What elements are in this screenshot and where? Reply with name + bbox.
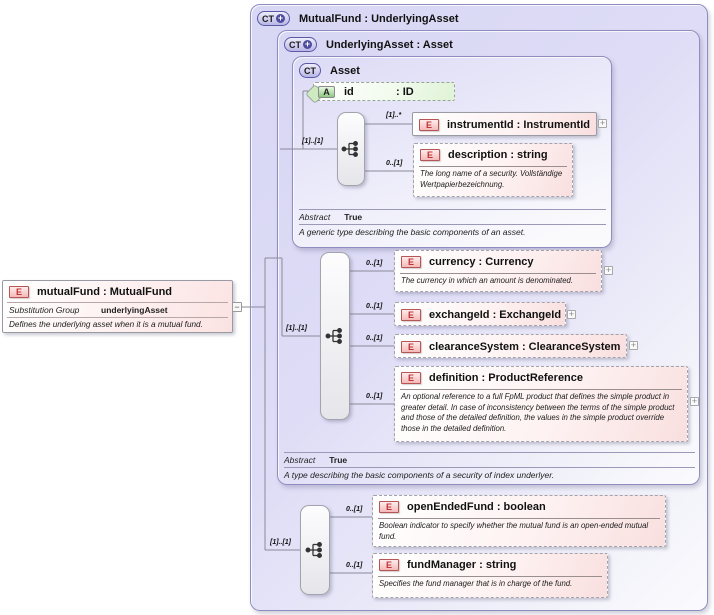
cardinality-label: 0..[1]: [386, 160, 403, 167]
expand-icon[interactable]: +: [567, 309, 576, 319]
element-header: E description : string: [414, 144, 572, 166]
abstract-row: Abstract True: [284, 455, 347, 465]
element-documentation: Specifies the fund manager that is in ch…: [378, 576, 602, 592]
sequence-compositor[interactable]: [337, 112, 365, 186]
element-documentation: Boolean indicator to specify whether the…: [378, 518, 660, 544]
sequence-compositor[interactable]: [320, 252, 350, 420]
cardinality-label: [1]..[1]: [286, 325, 307, 332]
element-title: exchangeId : ExchangeId: [429, 308, 562, 321]
collapse-toggle-icon[interactable]: −: [232, 302, 242, 312]
panel-title: MutualFund : UnderlyingAsset: [299, 12, 459, 25]
type-documentation: A type describing the basic components o…: [284, 470, 555, 480]
cardinality-label: [1]..[1]: [302, 138, 323, 145]
cardinality-label: 0..[1]: [366, 335, 383, 342]
element-title: currency : Currency: [429, 256, 534, 268]
complextype-icon[interactable]: CT: [299, 63, 321, 78]
element-header: E exchangeId : ExchangeId: [395, 303, 565, 326]
plus-icon: +: [303, 39, 312, 49]
abstract-value: True: [329, 455, 348, 465]
abstract-value: True: [344, 212, 363, 222]
element-header: E instrumentId : InstrumentId: [413, 113, 596, 136]
element-openendedfund[interactable]: E openEndedFund : boolean Boolean indica…: [372, 495, 666, 547]
element-icon: E: [379, 559, 399, 571]
element-clearancesystem[interactable]: E clearanceSystem : ClearanceSystem: [394, 334, 627, 358]
plus-icon: +: [276, 13, 285, 23]
sequence-icon: [341, 141, 358, 157]
element-title: clearanceSystem : ClearanceSystem: [429, 340, 621, 353]
element-documentation: The long name of a security. Vollständig…: [419, 166, 567, 192]
divider: [299, 209, 606, 210]
element-header: E currency : Currency: [395, 251, 601, 273]
element-description[interactable]: E description : string The long name of …: [413, 143, 573, 197]
sequence-compositor[interactable]: [300, 505, 330, 595]
substitution-group-value: underlyingAsset: [101, 305, 168, 315]
element-icon: E: [401, 256, 421, 268]
attribute-name: id: [344, 85, 354, 98]
cardinality-label: 0..[1]: [346, 506, 363, 513]
element-exchangeid[interactable]: E exchangeId : ExchangeId: [394, 302, 566, 326]
element-header: E clearanceSystem : ClearanceSystem: [395, 335, 626, 358]
element-header: E mutualFund : MutualFund: [3, 281, 232, 302]
attribute-id[interactable]: A id : ID: [313, 82, 455, 101]
panel-header-mutualfund: CT+ MutualFund : UnderlyingAsset: [257, 11, 459, 26]
attribute-type: : ID: [396, 85, 414, 98]
element-icon: E: [419, 118, 439, 131]
panel-header-asset: CT Asset: [299, 63, 360, 78]
expand-icon[interactable]: +: [604, 265, 613, 275]
cardinality-label: 0..[1]: [346, 562, 363, 569]
element-documentation: Defines the underlying asset when it is …: [7, 317, 228, 329]
sequence-icon: [305, 542, 322, 558]
element-title: definition : ProductReference: [429, 372, 584, 384]
element-header: E fundManager : string: [373, 554, 607, 576]
substitution-group-label: Substitution Group: [9, 305, 80, 315]
panel-title: Asset: [330, 64, 360, 77]
abstract-label: Abstract: [284, 455, 316, 465]
cardinality-label: 0..[1]: [366, 303, 383, 310]
element-currency[interactable]: E currency : Currency The currency in wh…: [394, 250, 602, 292]
element-header: E definition : ProductReference: [395, 367, 687, 389]
attribute-icon: A: [318, 85, 335, 98]
cardinality-label: [1]..*: [386, 112, 402, 119]
cardinality-label: 0..[1]: [366, 260, 383, 267]
cardinality-label: [1]..[1]: [270, 539, 291, 546]
expand-icon[interactable]: +: [598, 118, 607, 128]
element-instrumentid[interactable]: E instrumentId : InstrumentId: [412, 112, 597, 136]
complextype-icon[interactable]: CT+: [284, 37, 317, 52]
sequence-icon: [325, 328, 342, 344]
element-title: instrumentId : InstrumentId: [447, 118, 590, 131]
element-title: description : string: [448, 149, 548, 161]
substitution-group-row: Substitution Group underlyingAsset: [7, 302, 228, 317]
element-icon: E: [401, 340, 421, 353]
element-documentation: An optional reference to a full FpML pro…: [400, 389, 682, 436]
divider: [284, 467, 695, 468]
element-title: mutualFund : MutualFund: [37, 285, 173, 298]
element-icon: E: [401, 372, 421, 384]
type-documentation: A generic type describing the basic comp…: [299, 227, 526, 237]
element-documentation: The currency in which an amount is denom…: [400, 273, 596, 289]
element-definition[interactable]: E definition : ProductReference An optio…: [394, 366, 688, 442]
element-icon: E: [9, 285, 29, 298]
element-icon: E: [401, 308, 421, 321]
divider: [299, 224, 606, 225]
element-icon: E: [420, 149, 440, 161]
abstract-label: Abstract: [299, 212, 331, 222]
element-title: fundManager : string: [407, 559, 517, 571]
element-header: E openEndedFund : boolean: [373, 496, 665, 518]
abstract-row: Abstract True: [299, 212, 362, 222]
panel-title: UnderlyingAsset : Asset: [326, 38, 453, 51]
expand-icon[interactable]: +: [629, 340, 638, 350]
panel-header-underlyingasset: CT+ UnderlyingAsset : Asset: [284, 37, 453, 52]
cardinality-label: 0..[1]: [366, 393, 383, 400]
divider: [284, 452, 695, 453]
complextype-icon[interactable]: CT+: [257, 11, 290, 26]
element-mutualfund[interactable]: E mutualFund : MutualFund Substitution G…: [2, 280, 233, 333]
element-title: openEndedFund : boolean: [407, 501, 546, 513]
expand-icon[interactable]: +: [690, 396, 699, 406]
element-icon: E: [379, 501, 399, 513]
element-fundmanager[interactable]: E fundManager : string Specifies the fun…: [372, 553, 608, 598]
